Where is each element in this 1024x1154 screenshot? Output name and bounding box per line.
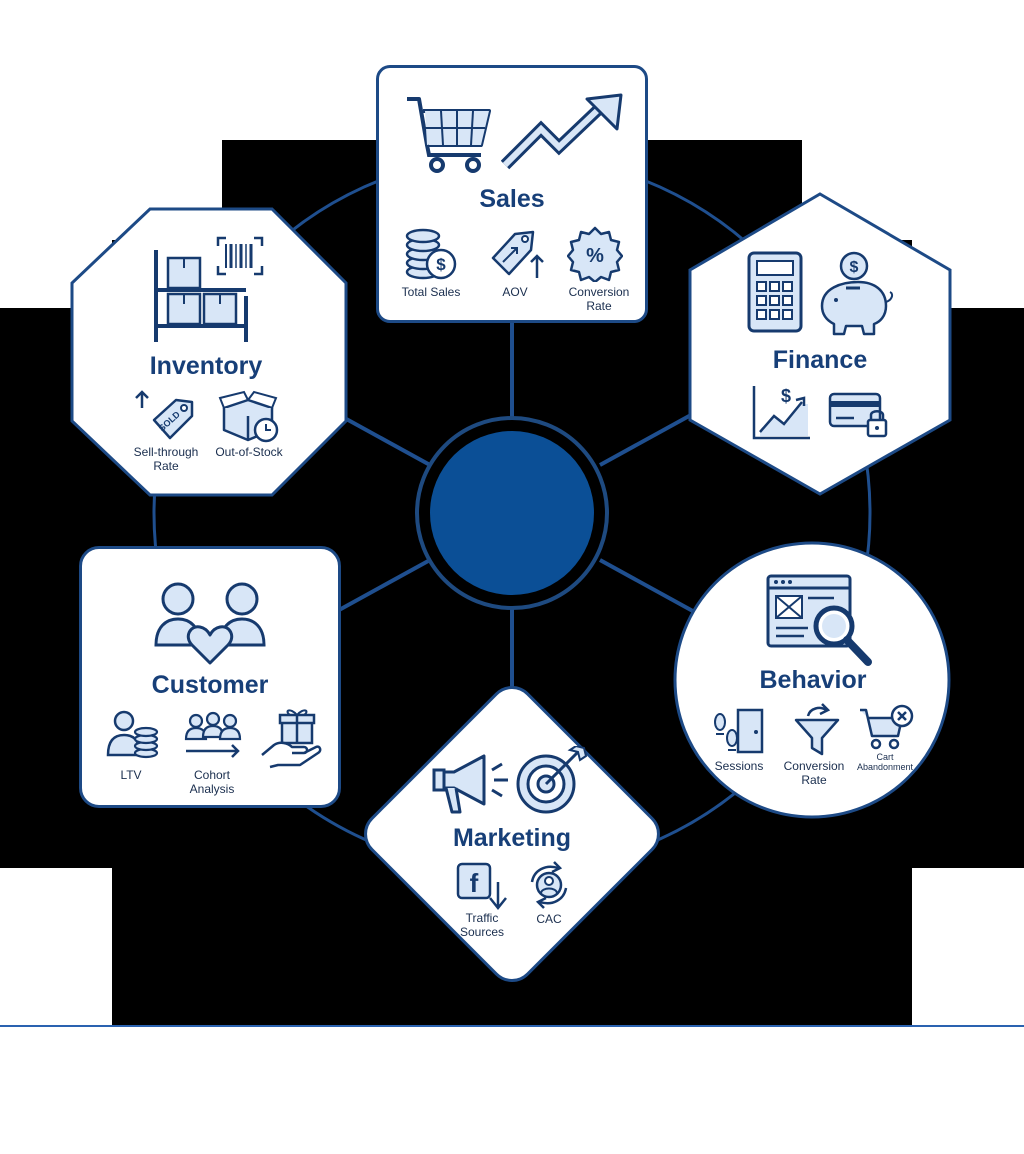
behavior-title: Behavior xyxy=(759,666,867,694)
inventory-title: Inventory xyxy=(149,352,263,380)
conversion-funnel-icon xyxy=(792,702,842,758)
marketing-title: Marketing xyxy=(452,824,572,852)
dollar-chart-icon: $ xyxy=(750,386,812,442)
svg-text:$: $ xyxy=(781,386,791,406)
secure-card-icon xyxy=(828,390,890,442)
metric-behavior-conversion-rate: Conversion Rate xyxy=(783,759,845,787)
metric-sell-through-rate: Sell-through Rate xyxy=(133,445,199,473)
metric-sessions: Sessions xyxy=(714,759,764,773)
inventory-node xyxy=(70,207,348,497)
webpage-search-icon xyxy=(764,572,874,668)
customers-heart-icon xyxy=(152,579,270,665)
metric-cart-abandonment: Cart Abandonment xyxy=(856,752,914,772)
percent-badge-icon: % xyxy=(567,226,623,282)
footsteps-door-icon xyxy=(712,708,768,756)
customer-node: Customer LTV Cohort Analysis xyxy=(79,546,341,808)
cohort-group-arrow-icon xyxy=(182,711,244,761)
metric-ltv: LTV xyxy=(120,768,142,782)
coin-stack-icon: $ xyxy=(403,228,459,282)
metric-aov: AOV xyxy=(502,285,528,299)
sales-title: Sales xyxy=(479,185,545,213)
metric-cohort-analysis: Cohort Analysis xyxy=(189,768,235,796)
piggy-bank-icon: $ xyxy=(812,250,896,336)
sales-node: Sales $ % Total Sales AOV Conversion Rat… xyxy=(376,65,648,323)
customer-title: Customer xyxy=(151,671,269,699)
metric-conversion-rate: Conversion Rate xyxy=(568,285,630,313)
cac-user-cycle-icon xyxy=(524,860,574,910)
sold-tag-icon: SOLD xyxy=(132,390,196,442)
megaphone-icon xyxy=(430,750,508,816)
ltv-customer-coins-icon xyxy=(104,709,160,761)
open-box-clock-icon xyxy=(218,390,282,444)
target-icon xyxy=(514,746,590,816)
barcode-icon xyxy=(216,236,264,276)
trend-up-arrow-icon xyxy=(501,93,627,175)
gift-hand-icon xyxy=(260,709,322,769)
shopping-cart-icon xyxy=(405,93,495,175)
metric-out-of-stock: Out-of-Stock xyxy=(215,445,283,459)
metric-total-sales: Total Sales xyxy=(401,285,461,299)
metric-traffic-sources: Traffic Sources xyxy=(459,911,505,939)
finance-title: Finance xyxy=(772,346,868,374)
central-hub xyxy=(415,416,609,610)
svg-text:f: f xyxy=(470,868,479,898)
svg-text:$: $ xyxy=(436,255,446,274)
facebook-traffic-icon: f xyxy=(456,862,508,912)
svg-text:%: % xyxy=(586,245,604,267)
price-tag-up-icon xyxy=(485,228,545,282)
calculator-icon xyxy=(746,250,804,334)
cart-abandon-icon xyxy=(860,704,914,752)
svg-text:$: $ xyxy=(850,259,859,276)
metric-cac: CAC xyxy=(536,912,562,926)
marketing-node xyxy=(364,686,660,982)
warehouse-shelf-icon xyxy=(150,246,250,344)
